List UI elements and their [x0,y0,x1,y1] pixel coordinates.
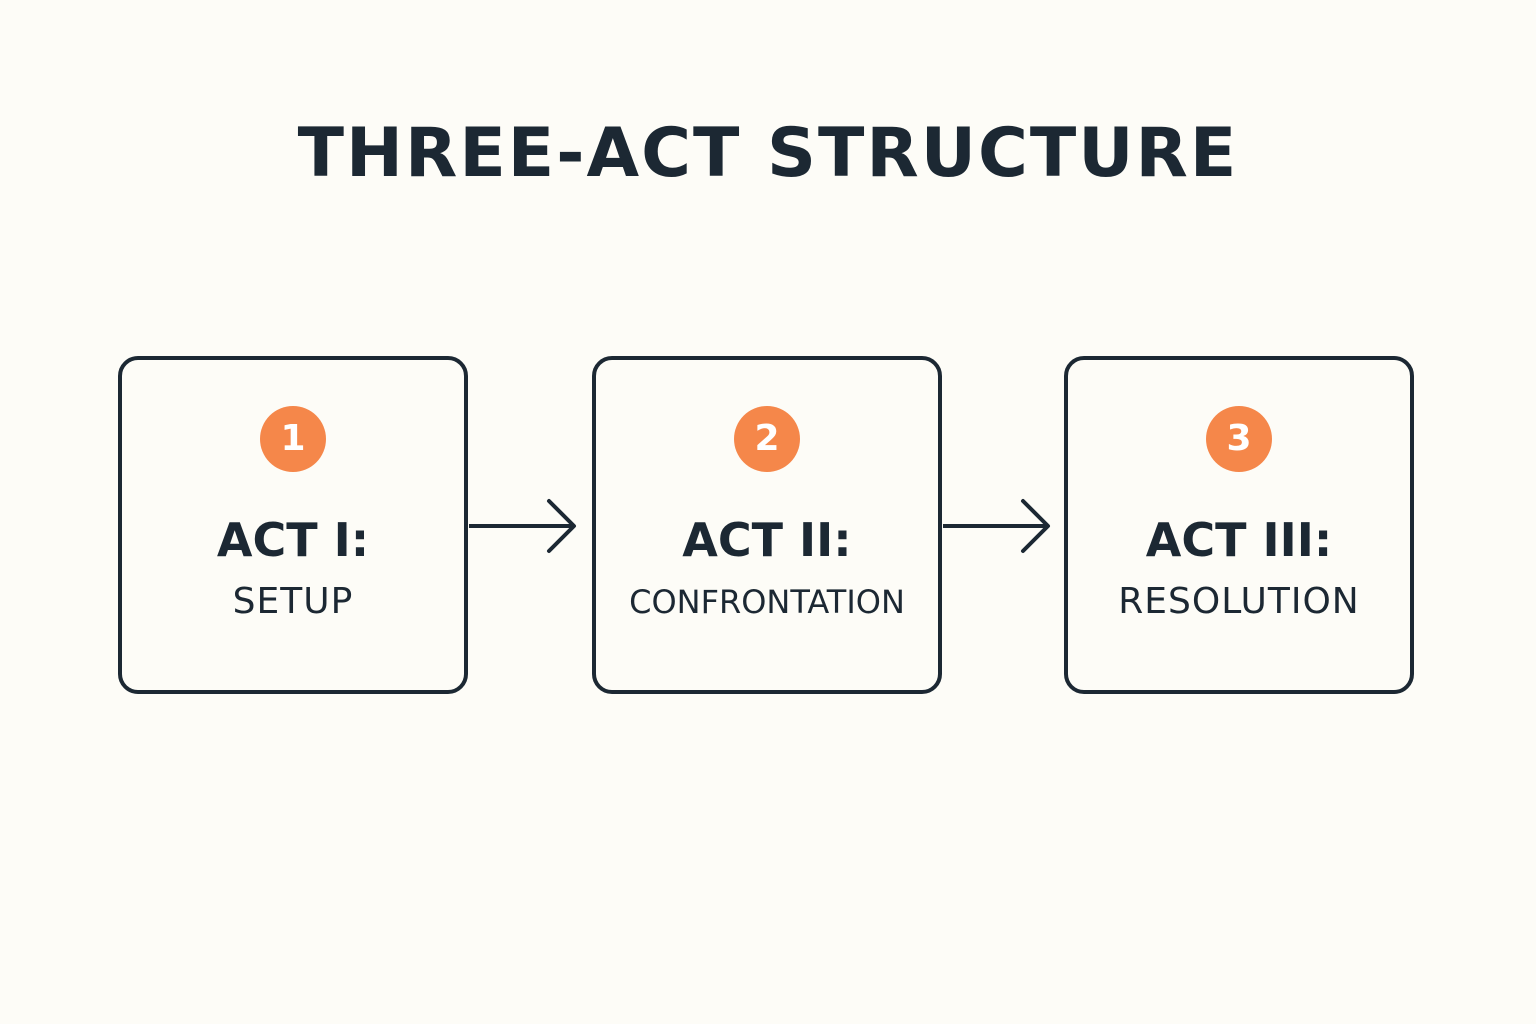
arrow-right-icon [943,496,1057,556]
act-3-number-badge: 3 [1206,406,1272,472]
act-3-title: ACT III: [1145,513,1333,567]
act-2-box: 2 ACT II: CONFRONTATION [592,356,942,694]
act-2-title: ACT II: [682,513,852,567]
act-1-title: ACT I: [216,513,370,567]
act-3-subtitle: RESOLUTION [1118,581,1360,622]
arrow-right-icon [469,496,583,556]
act-2-number-badge: 2 [734,406,800,472]
diagram-title: THREE-ACT STRUCTURE [297,114,1239,193]
act-3-box: 3 ACT III: RESOLUTION [1064,356,1414,694]
act-1-subtitle: SETUP [232,581,354,622]
act-1-number-badge: 1 [260,406,326,472]
act-2-subtitle: CONFRONTATION [629,583,905,621]
act-1-box: 1 ACT I: SETUP [118,356,468,694]
